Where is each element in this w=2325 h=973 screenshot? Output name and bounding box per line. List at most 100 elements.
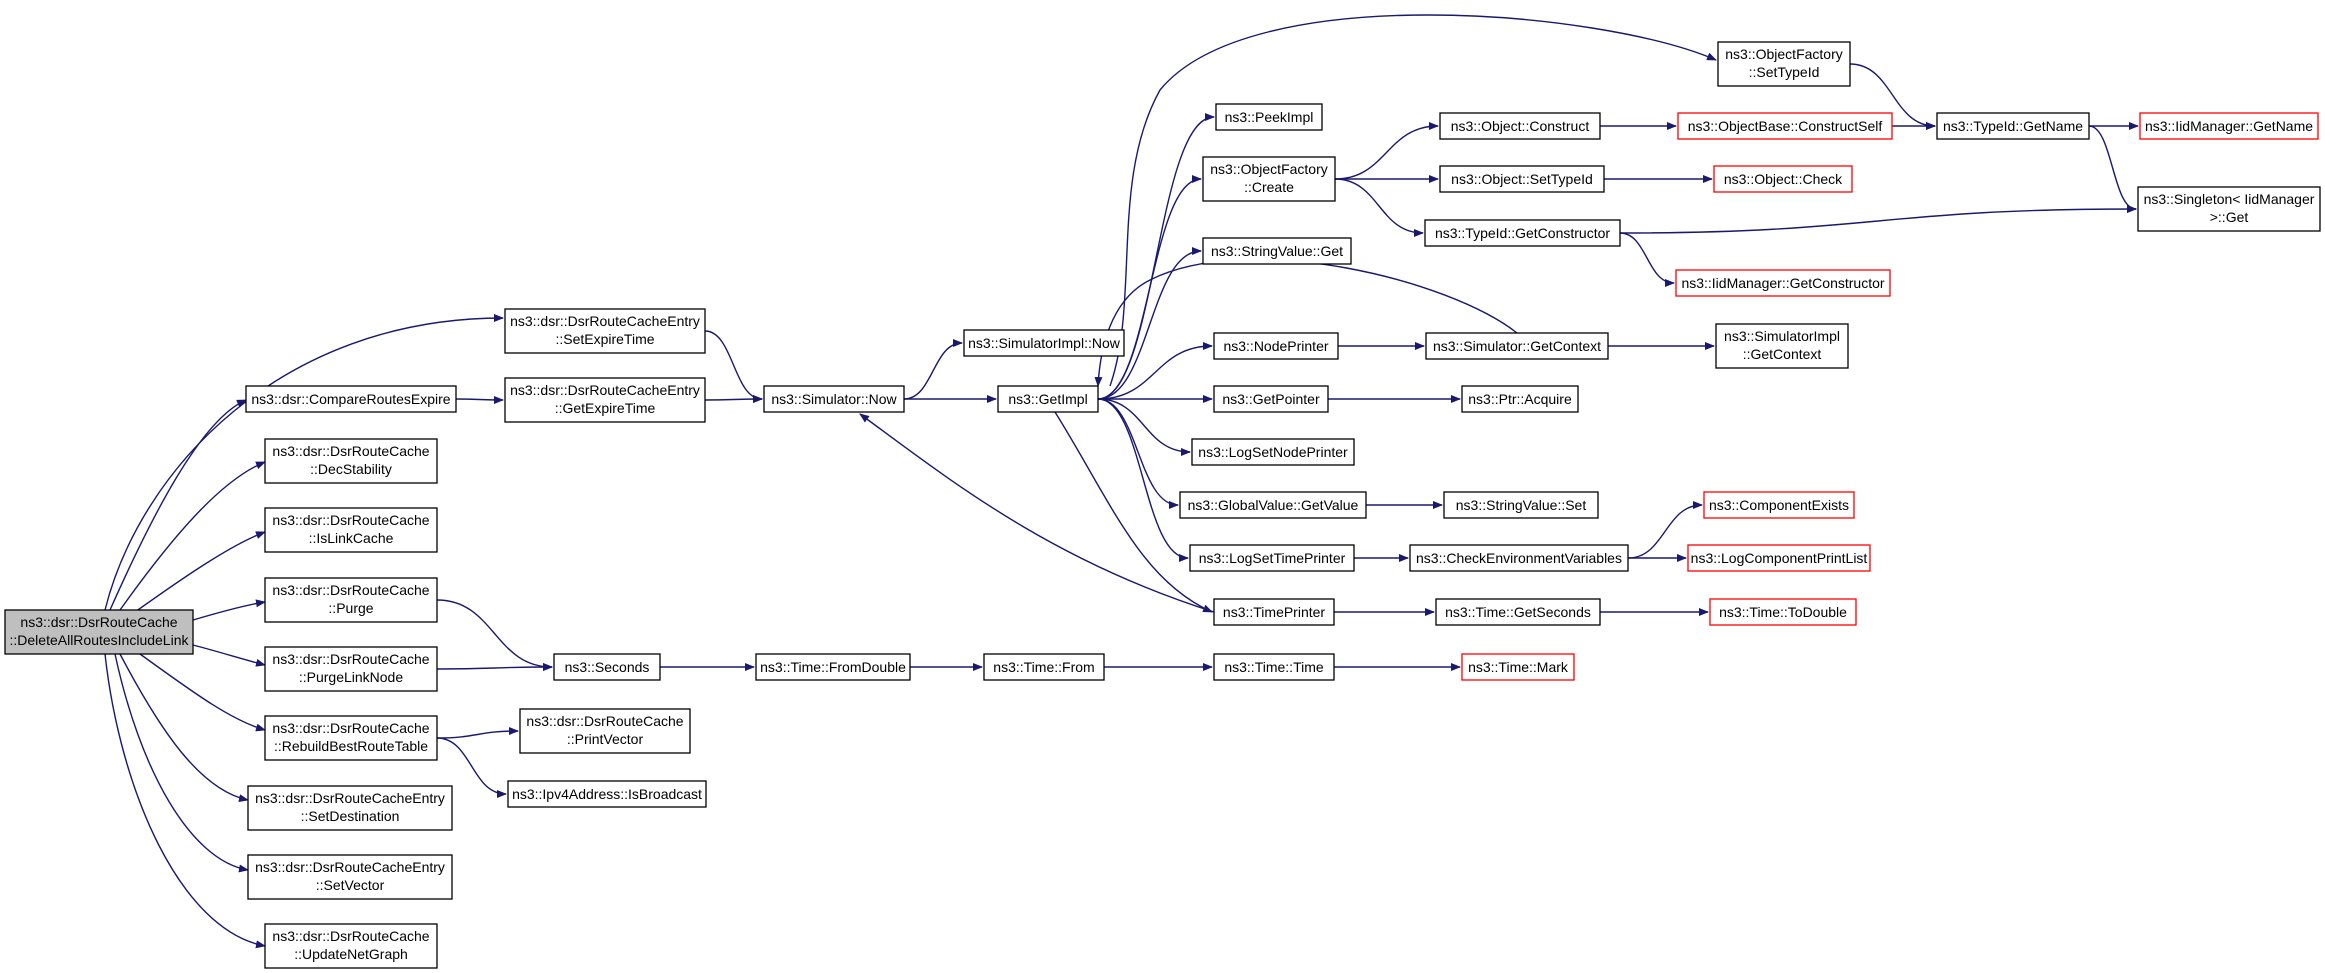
edge-line (1619, 205, 2137, 234)
node-box (2137, 186, 2321, 232)
node-label: ns3::Ipv4Address::IsBroadcast (512, 786, 702, 802)
node-label: ns3::ObjectBase::ConstructSelf (1688, 118, 1883, 134)
edge-n_getimpl-to-n_nodeprinter (1097, 342, 1213, 400)
node-box (1213, 653, 1335, 681)
node-iidgetname[interactable]: ns3::IidManager::GetName (2139, 112, 2319, 140)
node-getseconds[interactable]: ns3::Time::GetSeconds (1435, 598, 1601, 626)
node-decstab[interactable]: ns3::dsr::DsrRouteCache::DecStability (264, 438, 438, 484)
edge-n_purgelink-to-n_seconds (436, 663, 553, 672)
node-label: ns3::dsr::DsrRouteCache (272, 720, 429, 736)
node-label: ns3::PeekImpl (1225, 109, 1314, 125)
node-obconstructself[interactable]: ns3::ObjectBase::ConstructSelf (1677, 112, 1893, 140)
edge-n_timeprinter-to-n_simnow (859, 413, 1215, 613)
node-root[interactable]: ns3::dsr::DsrRouteCache::DeleteAllRoutes… (4, 609, 194, 655)
node-todouble[interactable]: ns3::Time::ToDouble (1709, 598, 1857, 626)
node-seconds[interactable]: ns3::Seconds (553, 653, 661, 681)
node-label: ns3::LogSetTimePrinter (1199, 550, 1346, 566)
node-simimplnow[interactable]: ns3::SimulatorImpl::Now (963, 329, 1125, 357)
node-from[interactable]: ns3::Time::From (983, 653, 1105, 681)
node-setexpire[interactable]: ns3::dsr::DsrRouteCacheEntry::SetExpireT… (504, 308, 706, 354)
edge-line (1097, 113, 1215, 400)
node-setdest[interactable]: ns3::dsr::DsrRouteCacheEntry::SetDestina… (247, 785, 453, 831)
node-label: ns3::dsr::DsrRouteCacheEntry (255, 859, 445, 875)
node-label: ns3::TypeId::GetConstructor (1435, 225, 1610, 241)
node-label: ::GetContext (1743, 346, 1822, 362)
node-box (1191, 438, 1355, 466)
node-logsetnode[interactable]: ns3::LogSetNodePrinter (1191, 438, 1355, 466)
node-simnow[interactable]: ns3::Simulator::Now (763, 385, 905, 413)
node-simgetctx[interactable]: ns3::Simulator::GetContext (1425, 332, 1609, 360)
edge-n_compare-to-n_getexpire (455, 395, 504, 404)
node-ofsettype[interactable]: ns3::ObjectFactory::SetTypeId (1717, 41, 1851, 87)
edge-n_simnow-to-n_simimplnow (903, 339, 963, 400)
node-getpointer[interactable]: ns3::GetPointer (1213, 385, 1329, 413)
node-timemark[interactable]: ns3::Time::Mark (1461, 653, 1575, 681)
node-box (1713, 165, 1853, 193)
node-islink[interactable]: ns3::dsr::DsrRouteCache::IsLinkCache (264, 507, 438, 553)
node-box (983, 653, 1105, 681)
node-gvgetvalue[interactable]: ns3::GlobalValue::GetValue (1179, 491, 1367, 519)
node-objsettype[interactable]: ns3::Object::SetTypeId (1439, 165, 1605, 193)
node-setvector[interactable]: ns3::dsr::DsrRouteCacheEntry::SetVector (247, 854, 453, 900)
node-svget[interactable]: ns3::StringValue::Get (1202, 237, 1352, 265)
node-compare[interactable]: ns3::dsr::CompareRoutesExpire (245, 385, 457, 413)
node-iidgetconstructor[interactable]: ns3::IidManager::GetConstructor (1675, 269, 1891, 297)
node-printvec[interactable]: ns3::dsr::DsrRouteCache::PrintVector (519, 708, 691, 754)
node-ptracquire[interactable]: ns3::Ptr::Acquire (1461, 385, 1579, 413)
node-timetime[interactable]: ns3::Time::Time (1213, 653, 1335, 681)
node-label: ::DecStability (310, 461, 392, 477)
node-label: ns3::Time::FromDouble (760, 659, 906, 675)
node-label: ns3::Object::Check (1724, 171, 1843, 187)
node-nodeprinter[interactable]: ns3::NodePrinter (1213, 332, 1339, 360)
edge-root-to-n_purge (192, 599, 266, 621)
node-box (4, 609, 194, 655)
node-getconstructor[interactable]: ns3::TypeId::GetConstructor (1424, 219, 1621, 247)
node-compexists[interactable]: ns3::ComponentExists (1703, 491, 1855, 519)
node-label: >::Get (2210, 209, 2249, 225)
node-peekimpl[interactable]: ns3::PeekImpl (1215, 103, 1323, 131)
node-box (247, 785, 453, 831)
edge-line (134, 531, 266, 613)
node-purge[interactable]: ns3::dsr::DsrRouteCache::Purge (264, 577, 438, 623)
node-box (1717, 41, 1851, 87)
node-timeprinter[interactable]: ns3::TimePrinter (1213, 598, 1335, 626)
node-label: ::DeleteAllRoutesIncludeLink (10, 632, 190, 648)
node-getexpire[interactable]: ns3::dsr::DsrRouteCacheEntry::GetExpireT… (504, 377, 706, 423)
edge-root-to-n_setdest (119, 653, 249, 803)
node-box (1461, 653, 1575, 681)
node-label: ns3::Singleton< IidManager (2144, 191, 2315, 207)
node-label: ns3::dsr::DsrRouteCache (272, 512, 429, 528)
node-getimpl[interactable]: ns3::GetImpl (997, 385, 1099, 413)
edge-line (119, 461, 266, 611)
node-isbroad[interactable]: ns3::Ipv4Address::IsBroadcast (507, 780, 707, 808)
edge-line (1109, 14, 1717, 387)
node-rebuild[interactable]: ns3::dsr::DsrRouteCache::RebuildBestRout… (264, 715, 438, 761)
node-label: ns3::StringValue::Get (1211, 243, 1343, 259)
node-logsettime[interactable]: ns3::LogSetTimePrinter (1189, 544, 1355, 572)
node-ofcreate[interactable]: ns3::ObjectFactory::Create (1202, 156, 1336, 202)
node-fromdouble[interactable]: ns3::Time::FromDouble (755, 653, 911, 681)
edge-line (139, 653, 266, 732)
node-objconstruct[interactable]: ns3::Object::Construct (1439, 112, 1601, 140)
node-updatenet[interactable]: ns3::dsr::DsrRouteCache::UpdateNetGraph (264, 923, 438, 969)
node-typegetname[interactable]: ns3::TypeId::GetName (1936, 112, 2090, 140)
node-label: ::SetVector (316, 877, 385, 893)
node-box (519, 708, 691, 754)
edge-line (1097, 398, 1179, 509)
edge-root-to-n_updatenet (104, 653, 266, 949)
edge-n_getconstructor-to-n_iidgetconstructor (1619, 232, 1675, 287)
node-box (264, 577, 438, 623)
node-singleton[interactable]: ns3::Singleton< IidManager>::Get (2137, 186, 2321, 232)
node-logcompprint[interactable]: ns3::LogComponentPrintList (1687, 544, 1871, 572)
node-checkenv[interactable]: ns3::CheckEnvironmentVariables (1409, 544, 1629, 572)
edge-n_ofcreate-to-n_objconstruct (1334, 122, 1439, 180)
node-label: ns3::IidManager::GetName (2145, 118, 2313, 134)
node-purgelink[interactable]: ns3::dsr::DsrRouteCache::PurgeLinkNode (264, 646, 438, 692)
node-box (245, 385, 457, 413)
node-simimplctx[interactable]: ns3::SimulatorImpl::GetContext (1715, 323, 1849, 369)
node-label: ::Create (1244, 179, 1294, 195)
node-svset[interactable]: ns3::StringValue::Set (1443, 491, 1599, 519)
node-box (2139, 112, 2319, 140)
node-objcheck[interactable]: ns3::Object::Check (1713, 165, 1853, 193)
node-label: ns3::dsr::DsrRouteCache (272, 582, 429, 598)
